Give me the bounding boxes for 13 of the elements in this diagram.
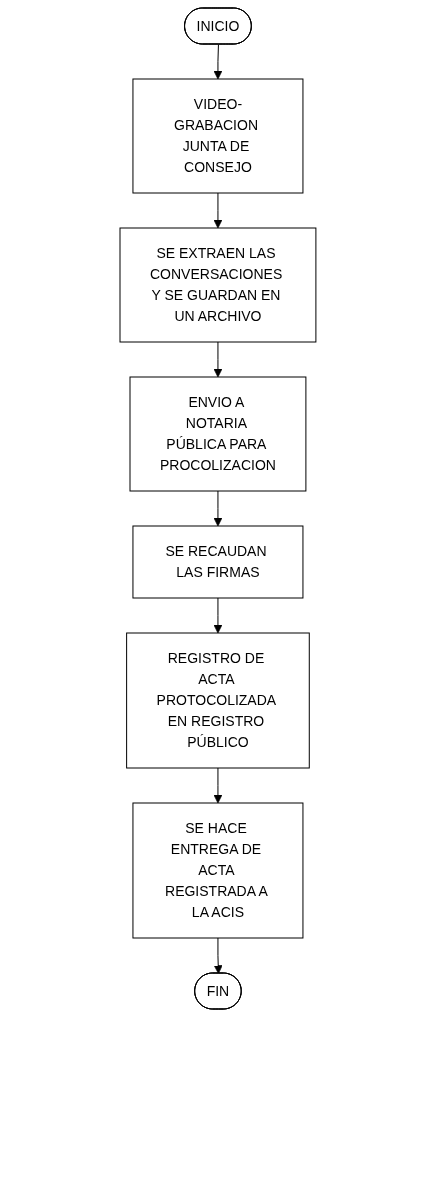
node-box: SE EXTRAEN LAS CONVERSACIONES Y SE GUARDAN EN UN ARCHIVO: [119, 227, 316, 343]
arrow: [213, 937, 223, 974]
node-box: SE RECAUDAN LAS FIRMAS: [132, 525, 303, 599]
arrow: [213, 597, 222, 634]
node-box: REGISTRO DE ACTA PROTOCOLIZADA EN REGISTRO PÚBLICO: [125, 632, 310, 769]
arrow: [213, 490, 222, 527]
arrow: [213, 341, 222, 378]
arrow: [213, 44, 222, 80]
node-box: ENVIO A NOTARIA PÚBLICA PARA PROCOLIZACION: [129, 376, 306, 492]
node-box: SE HACE ENTREGA DE ACTA REGISTRADA A LA ACIS: [132, 802, 303, 939]
arrow: [213, 767, 222, 804]
arrow: [213, 192, 222, 229]
node-box: VIDEO-GRABACION JUNTA DE CONSEJO: [132, 78, 303, 194]
